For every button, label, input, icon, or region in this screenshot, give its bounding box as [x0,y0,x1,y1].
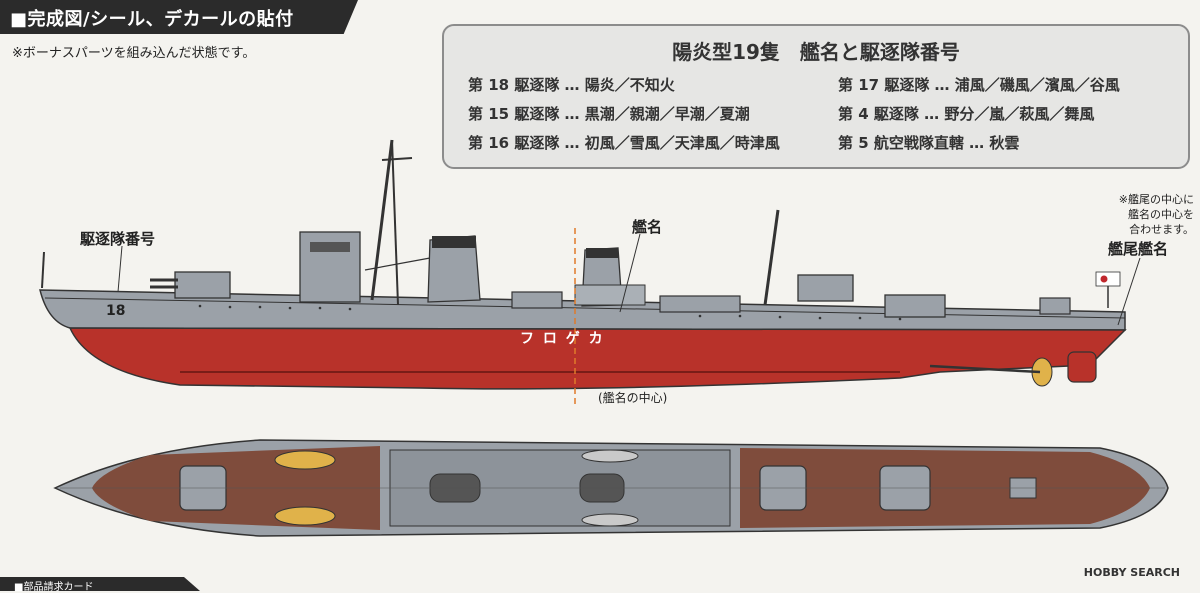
mainmast [763,209,780,306]
boat-port [274,506,336,526]
ship-name-info-box: 陽炎型19隻 艦名と駆逐隊番号 第 18 駆逐隊 … 陽炎／不知火 第 15 駆… [442,24,1190,169]
page-title: ■完成図/シール、デカールの貼付 [10,9,294,30]
hull-side-red [68,327,1127,390]
division-line: 第 15 駆逐隊 … 黒潮／親潮／早潮／夏潮 [468,105,750,123]
division-line: 第 18 駆逐隊 … 陽炎／不知火 [468,76,675,94]
hull-number-decal: 18 [106,303,126,319]
ship-name-label: 艦名 [632,218,663,236]
foremast [370,139,394,301]
ship-name-decal: フ ロ ゲ カ [520,331,605,347]
division-line: 第 17 駆逐隊 … 浦風／磯風／濱風／谷風 [838,76,1120,94]
watermark: HOBBY SEARCH [1083,566,1180,579]
stern-name-label: 艦尾艦名 [1108,240,1169,258]
ship-name-center-note: (艦名の中心) [598,391,668,405]
division-number-label: 駆逐隊番号 [80,230,156,248]
stern-alignment-note: ※艦尾の中心に 艦名の中心を 合わせます。 [1118,193,1194,236]
forward-turret [174,271,231,299]
division-line: 第 5 航空戦隊直轄 … 秋雲 [838,134,1020,152]
ensign-flag [1095,271,1121,287]
footer-title: ■部品請求カード [14,582,94,593]
division-line: 第 4 駆逐隊 … 野分／嵐／萩風／舞風 [838,105,1095,123]
header-bar [0,0,358,34]
bonus-parts-note: ※ボーナスパーツを組み込んだ状態です。 [12,46,256,61]
aft-turret-2 [884,294,946,318]
division-line: 第 16 駆逐隊 … 初風／雪風／天津風／時津風 [468,134,780,152]
info-box-title: 陽炎型19隻 艦名と駆逐隊番号 [672,40,960,64]
aft-turret-1 [797,274,854,302]
boat-starboard [274,450,336,470]
